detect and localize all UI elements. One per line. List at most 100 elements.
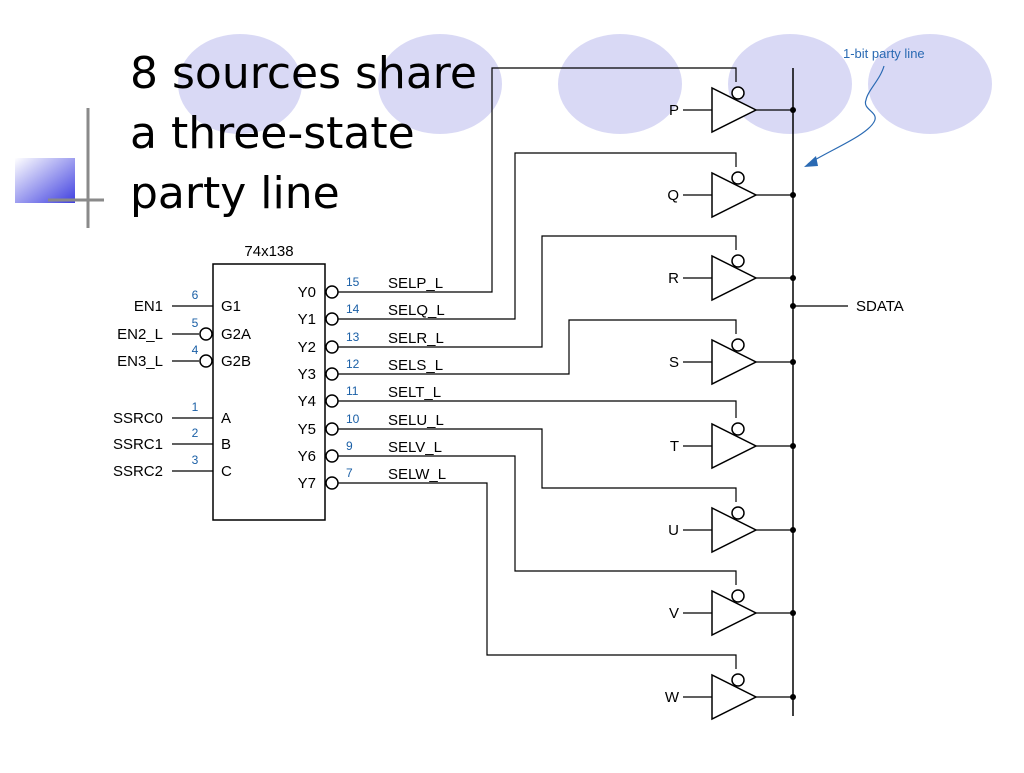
output-signal-label: SELU_L	[388, 412, 444, 429]
input-pin-number: 2	[192, 426, 199, 440]
source-label-R: R	[668, 270, 679, 287]
chip-name: 74x138	[244, 243, 293, 260]
output-bubble-Y4	[325, 394, 339, 408]
title-line-3: party line	[130, 168, 340, 219]
output-pin-label: Y4	[298, 393, 316, 410]
input-pin-label: G2A	[221, 326, 251, 343]
tristate-buffer-T	[711, 422, 758, 470]
input-signal-label: EN2_L	[117, 326, 163, 343]
input-pin-label: C	[221, 463, 232, 480]
output-bubble-Y0	[325, 285, 339, 299]
source-label-T: T	[670, 438, 679, 455]
output-pin-number: 12	[346, 357, 360, 371]
slide-title: 8 sources share a three-state party line	[130, 44, 477, 224]
background-decoration	[15, 34, 992, 228]
decoder-chip: 74x138EN16G1EN2_L5G2AEN3_L4G2BSSRC01ASSR…	[113, 243, 446, 521]
select-wire-R	[338, 235, 737, 348]
enable-bubble-W	[731, 673, 745, 687]
output-pin-label: Y7	[298, 475, 316, 492]
sdata-junction-dot	[790, 303, 796, 309]
input-pin-label: B	[221, 436, 231, 453]
output-bubble-Y1	[325, 312, 339, 326]
input-pin-number: 6	[192, 288, 199, 302]
output-bubble-Y3	[325, 367, 339, 381]
enable-bubble-P	[731, 86, 745, 100]
input-pin-label: G2B	[221, 353, 251, 370]
output-pin-number: 14	[346, 302, 360, 316]
select-wire-W	[338, 482, 737, 669]
title-line-2: a three-state	[130, 108, 415, 159]
output-pin-number: 11	[346, 384, 359, 398]
output-bubble-Y5	[325, 422, 339, 436]
select-wire-V	[338, 455, 737, 585]
party-line-bus: SDATA 1-bit party line	[790, 46, 925, 716]
output-pin-label: Y3	[298, 366, 316, 383]
select-wire-T	[338, 400, 737, 418]
input-pin-label: A	[221, 410, 231, 427]
tristate-buffer-U	[711, 506, 758, 554]
enable-bubble-R	[731, 254, 745, 268]
output-signal-label: SELS_L	[388, 357, 443, 374]
output-pin-label: Y2	[298, 339, 316, 356]
output-signal-label: SELR_L	[388, 330, 444, 347]
tristate-buffer-W	[711, 673, 758, 721]
input-pin-label: G1	[221, 298, 241, 315]
output-pin-number: 13	[346, 330, 360, 344]
source-label-S: S	[669, 354, 679, 371]
input-signal-label: SSRC1	[113, 436, 163, 453]
select-wire-U	[338, 428, 737, 502]
input-pin-number: 1	[192, 400, 199, 414]
source-label-W: W	[665, 689, 680, 706]
annotation-arrowhead	[804, 156, 818, 167]
input-pin-number: 5	[192, 316, 199, 330]
output-signal-label: SELW_L	[388, 466, 446, 483]
tristate-buffer-V	[711, 589, 758, 637]
output-pin-number: 10	[346, 412, 360, 426]
select-wires	[338, 67, 737, 669]
decor-gradient-square	[15, 158, 75, 203]
decor-oval-2	[378, 34, 502, 134]
decor-oval-3	[558, 34, 682, 134]
decor-oval-1	[178, 34, 302, 134]
input-signal-label: SSRC2	[113, 463, 163, 480]
enable-bubble-Q	[731, 171, 745, 185]
output-bubble-Y6	[325, 449, 339, 463]
input-pin-number: 3	[192, 453, 199, 467]
inversion-bubble-G2A	[199, 327, 213, 341]
decor-oval-5	[868, 34, 992, 134]
output-pin-number: 15	[346, 275, 360, 289]
title-line-1: 8 sources share	[130, 48, 477, 99]
output-signal-label: SELQ_L	[388, 302, 445, 319]
inversion-bubble-G2B	[199, 354, 213, 368]
annotation-label: 1-bit party line	[843, 46, 925, 61]
annotation-arrow-line	[807, 65, 885, 165]
output-bubble-Y7	[325, 476, 339, 490]
output-signal-label: SELT_L	[388, 384, 441, 401]
input-signal-label: SSRC0	[113, 410, 163, 427]
decor-oval-4	[728, 34, 852, 134]
output-pin-number: 9	[346, 439, 353, 453]
tristate-buffer-P	[711, 86, 758, 134]
chip-body	[212, 263, 326, 521]
select-wire-P	[338, 67, 737, 293]
output-pin-label: Y0	[298, 284, 316, 301]
tristate-buffer-Q	[711, 171, 758, 219]
output-signal-label: SELP_L	[388, 275, 443, 292]
select-wire-S	[338, 319, 737, 375]
output-pin-label: Y5	[298, 421, 316, 438]
source-label-P: P	[669, 102, 679, 119]
sdata-label: SDATA	[856, 298, 904, 315]
tristate-buffer-R	[711, 254, 758, 302]
enable-bubble-S	[731, 338, 745, 352]
source-label-V: V	[669, 605, 679, 622]
input-signal-label: EN3_L	[117, 353, 163, 370]
source-label-U: U	[668, 522, 679, 539]
select-wire-Q	[338, 152, 737, 320]
output-pin-label: Y6	[298, 448, 316, 465]
input-signal-label: EN1	[134, 298, 163, 315]
output-pin-number: 7	[346, 466, 353, 480]
enable-bubble-V	[731, 589, 745, 603]
enable-bubble-U	[731, 506, 745, 520]
